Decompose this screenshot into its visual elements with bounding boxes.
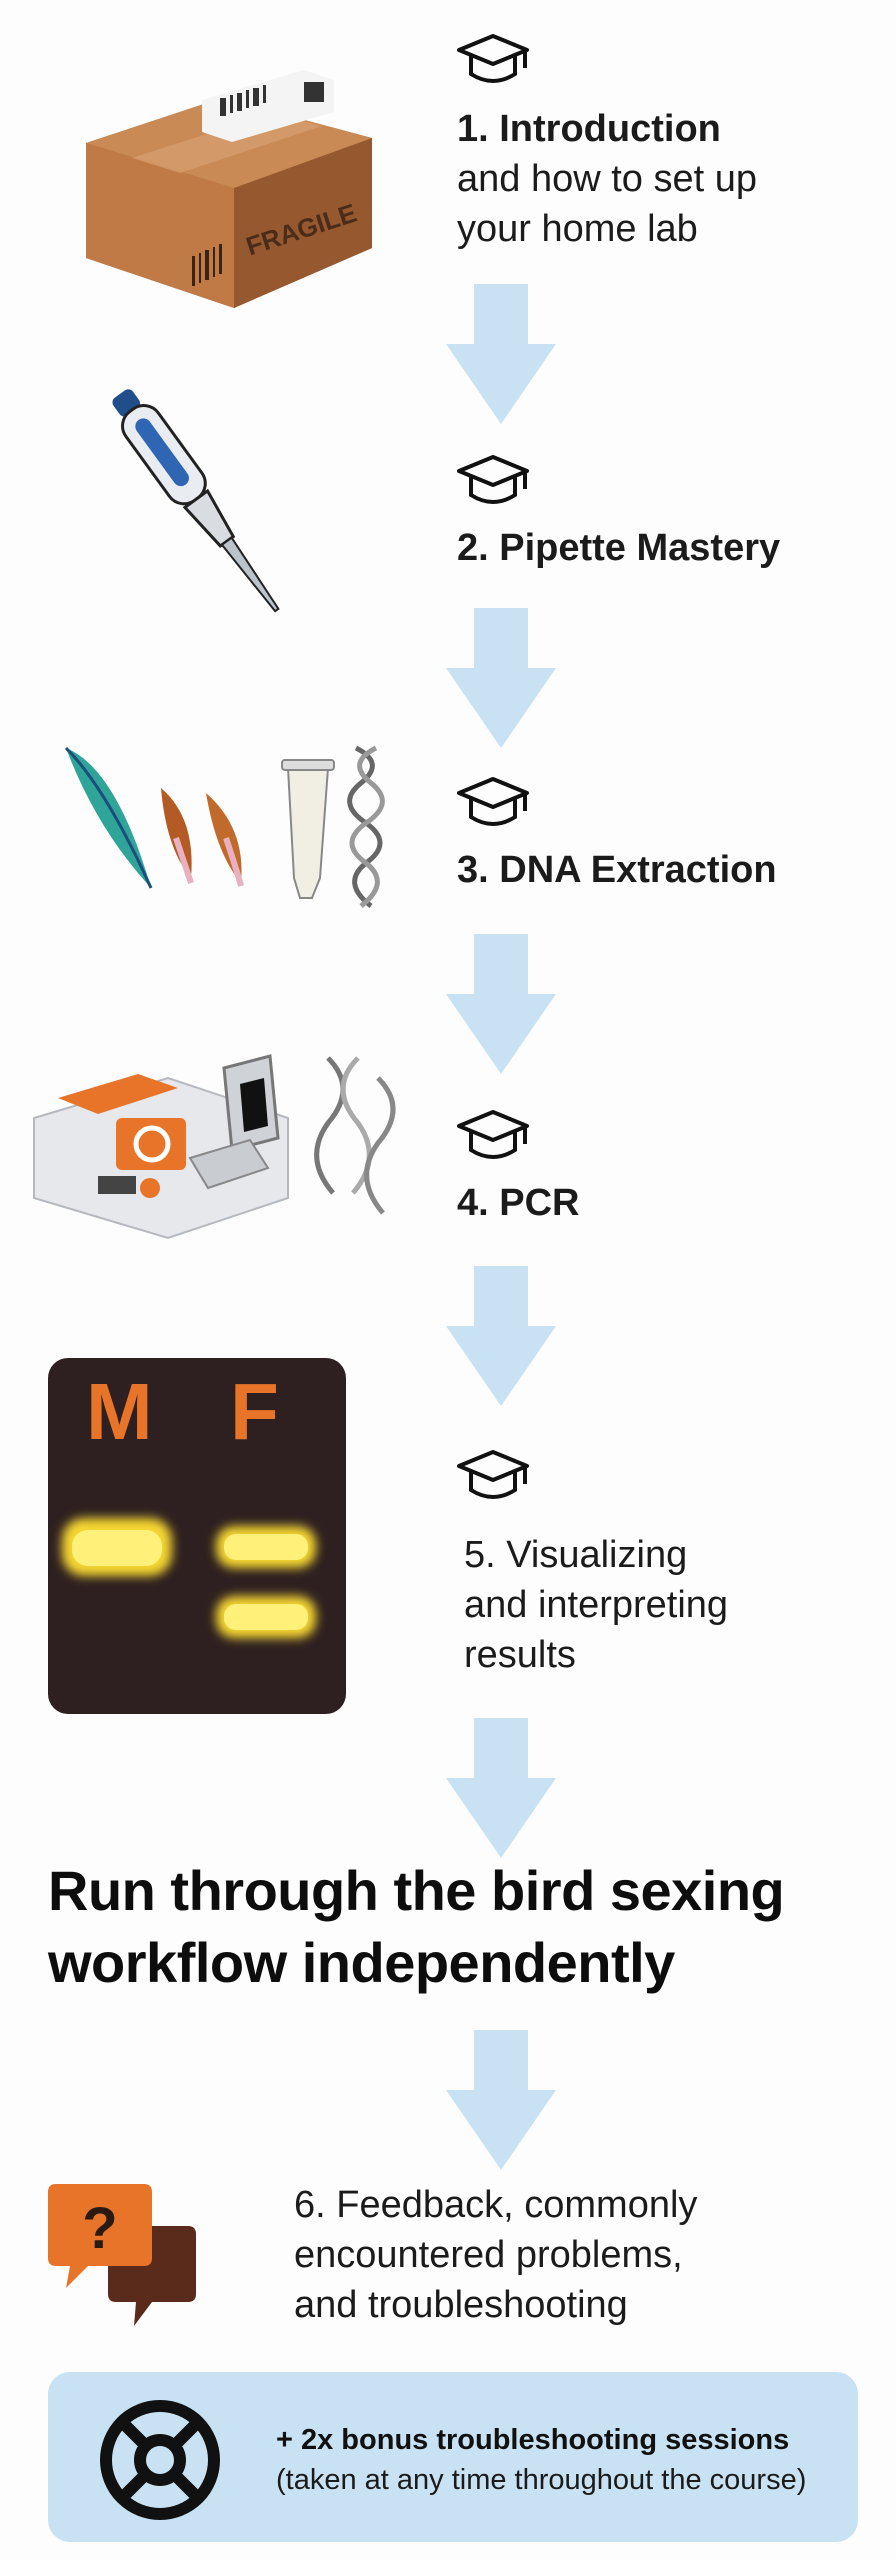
step-5-line-2: and interpreting (464, 1584, 729, 1626)
question-glyph: ? (82, 2196, 117, 2261)
step-1-text: 1. Introduction and how to set up your h… (457, 104, 757, 254)
step-6-line-2: encountered problems, (294, 2234, 683, 2276)
shipping-box-illustration: FRAGILE (86, 70, 372, 308)
gel-lane-label-m: M (86, 1367, 153, 1456)
feathers-dna-illustration (64, 745, 385, 908)
step-5-line-1: 5. Visualizing (464, 1534, 688, 1576)
gel-bands (62, 1518, 316, 1638)
headline-line-2: workflow independently (48, 1931, 675, 1994)
pcr-machine-illustration (33, 1054, 396, 1240)
graduation-cap-icon (457, 34, 529, 83)
headline-line-1: Run through the bird sexing (48, 1859, 785, 1922)
step-2-title: 2. Pipette Mastery (457, 527, 781, 569)
step-6-line-3: and troubleshooting (294, 2284, 628, 2326)
graduation-cap-icon (457, 1110, 529, 1159)
step-1-subtitle-line-1: and how to set up (457, 158, 757, 200)
graduation-cap-icon (457, 777, 529, 826)
step-3-title: 3. DNA Extraction (457, 849, 777, 891)
step-1-subtitle-line-2: your home lab (457, 208, 698, 250)
down-arrow-icon (446, 608, 556, 748)
down-arrow-icon (446, 1718, 556, 1858)
bonus-sessions-box: + 2x bonus troubleshooting sessions (tak… (48, 2372, 858, 2542)
graduation-cap-icon (457, 1450, 529, 1499)
gel-image: M F (48, 1358, 346, 1714)
down-arrow-icon (446, 1266, 556, 1406)
lifebuoy-icon (100, 2400, 220, 2520)
bonus-title: + 2x bonus troubleshooting sessions (276, 2424, 790, 2456)
gel-lane-label-f: F (230, 1367, 279, 1456)
step-5-text: 5. Visualizing and interpreting results (464, 1530, 728, 1680)
down-arrow-icon (446, 284, 556, 424)
step-1-title: 1. Introduction (457, 108, 721, 150)
bonus-subtitle: (taken at any time throughout the course… (276, 2464, 807, 2496)
down-arrow-icon (446, 2030, 556, 2170)
workflow-headline: Run through the bird sexing workflow ind… (48, 1855, 868, 1999)
step-4-title: 4. PCR (457, 1182, 580, 1224)
down-arrow-icon (446, 934, 556, 1074)
chat-question-icon: ? (48, 2184, 196, 2326)
step-5-line-3: results (464, 1634, 576, 1676)
step-6-text: 6. Feedback, commonly encountered proble… (294, 2180, 697, 2330)
pipette-illustration (112, 389, 280, 613)
step-6-line-1: 6. Feedback, commonly (294, 2184, 698, 2226)
graduation-cap-icon (457, 455, 529, 504)
